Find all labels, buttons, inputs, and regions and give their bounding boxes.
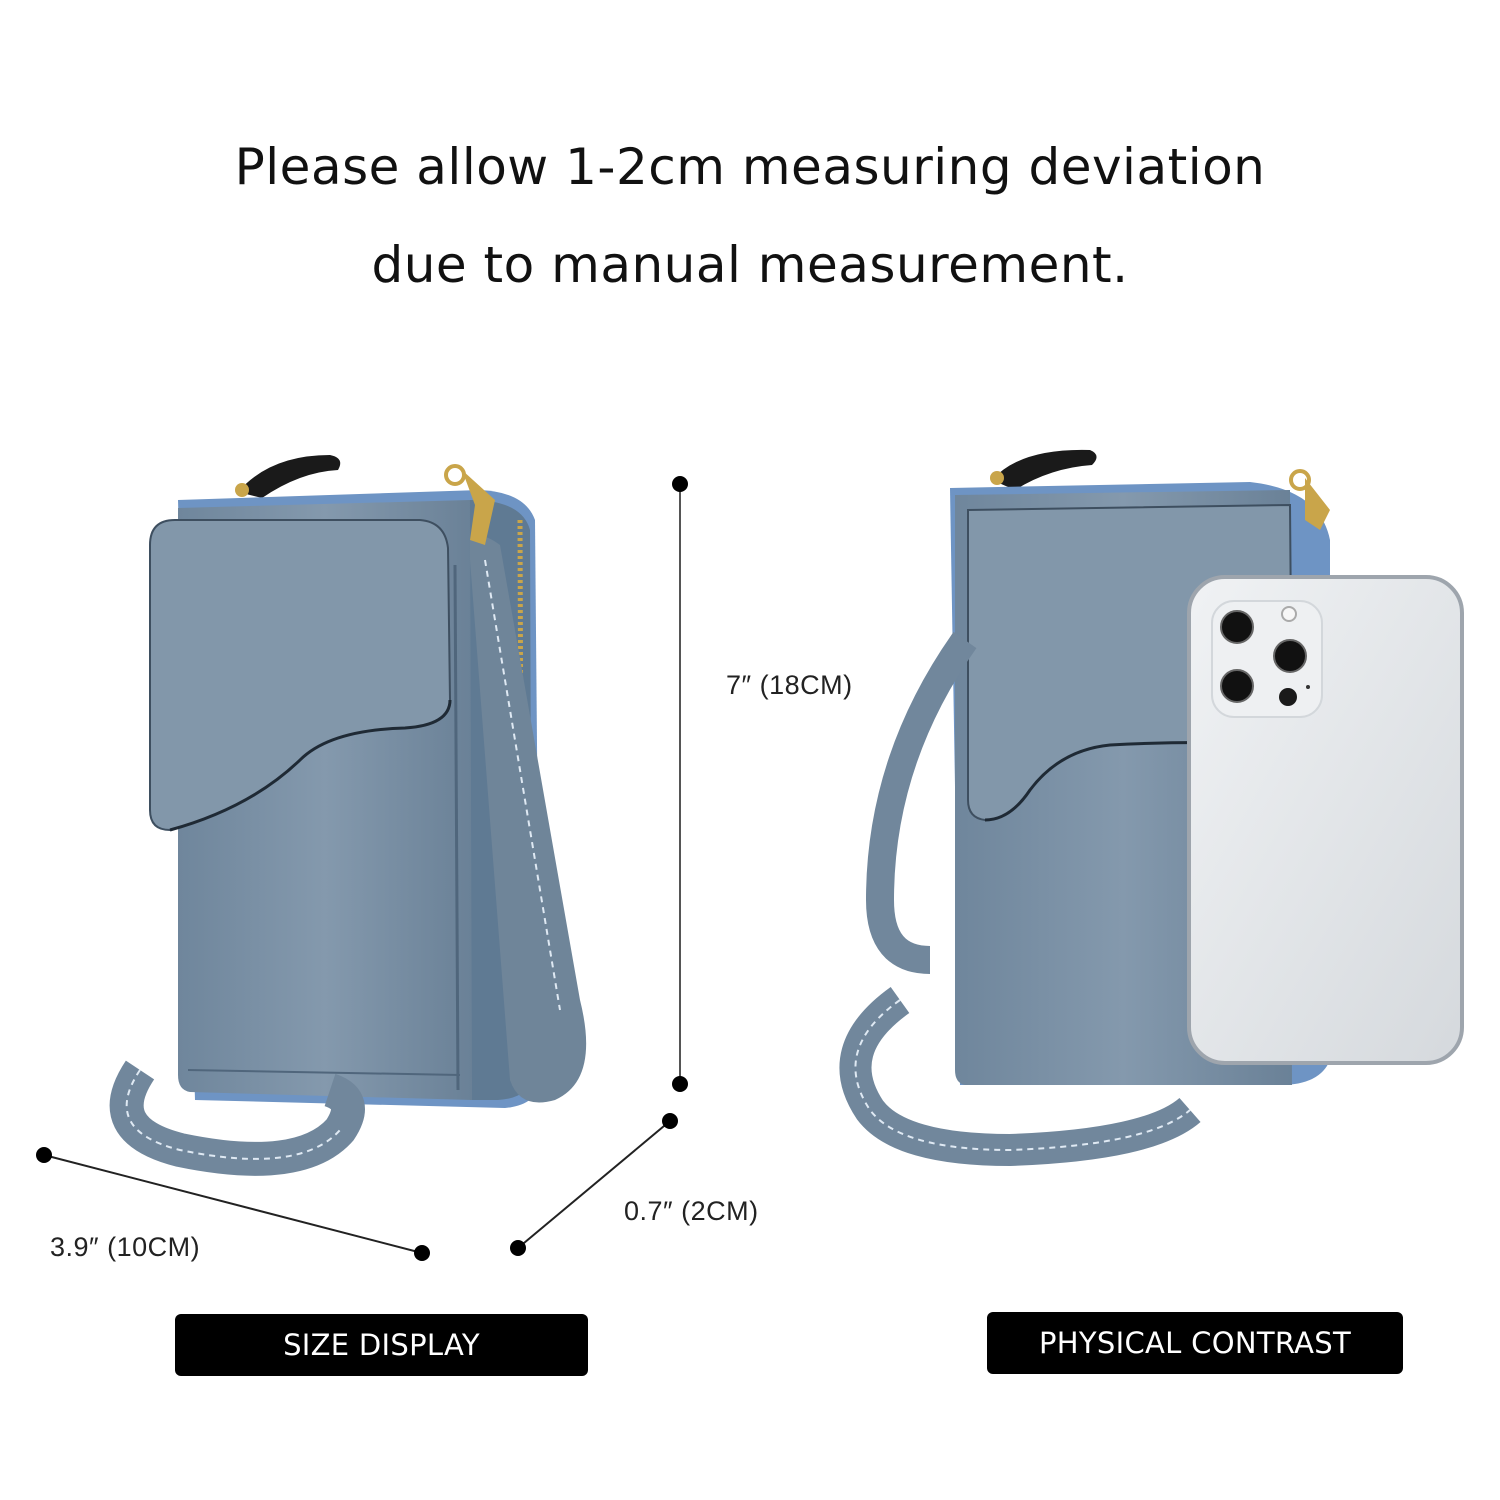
size-display-label: SIZE DISPLAY (175, 1314, 588, 1376)
depth-measurement: 0.7″ (2CM) (624, 1196, 759, 1226)
flash-icon (1281, 606, 1297, 622)
camera-lens-icon (1273, 639, 1307, 673)
width-measurement: 3.9″ (10CM) (50, 1232, 201, 1262)
left-bag (109, 455, 587, 1176)
camera-lens-icon (1220, 610, 1254, 644)
height-dimension-line (672, 476, 688, 1092)
notice-line-1: Please allow 1-2cm measuring deviation (234, 138, 1266, 196)
physical-contrast-text: PHYSICAL CONTRAST (1039, 1326, 1351, 1360)
lidar-icon (1279, 688, 1297, 706)
size-display-text: SIZE DISPLAY (283, 1328, 480, 1362)
camera-lens-icon (1220, 669, 1254, 703)
physical-contrast-label: PHYSICAL CONTRAST (987, 1312, 1403, 1374)
notice-line-2: due to manual measurement. (371, 236, 1129, 294)
height-measurement: 7″ (18CM) (726, 670, 853, 700)
zipper-pull-icon (238, 455, 341, 498)
measurement-notice: Please allow 1-2cm measuring deviation d… (0, 118, 1500, 314)
depth-dimension-line (510, 1113, 678, 1256)
width-dimension-line (36, 1147, 430, 1261)
phone-illustration (1187, 575, 1464, 1065)
